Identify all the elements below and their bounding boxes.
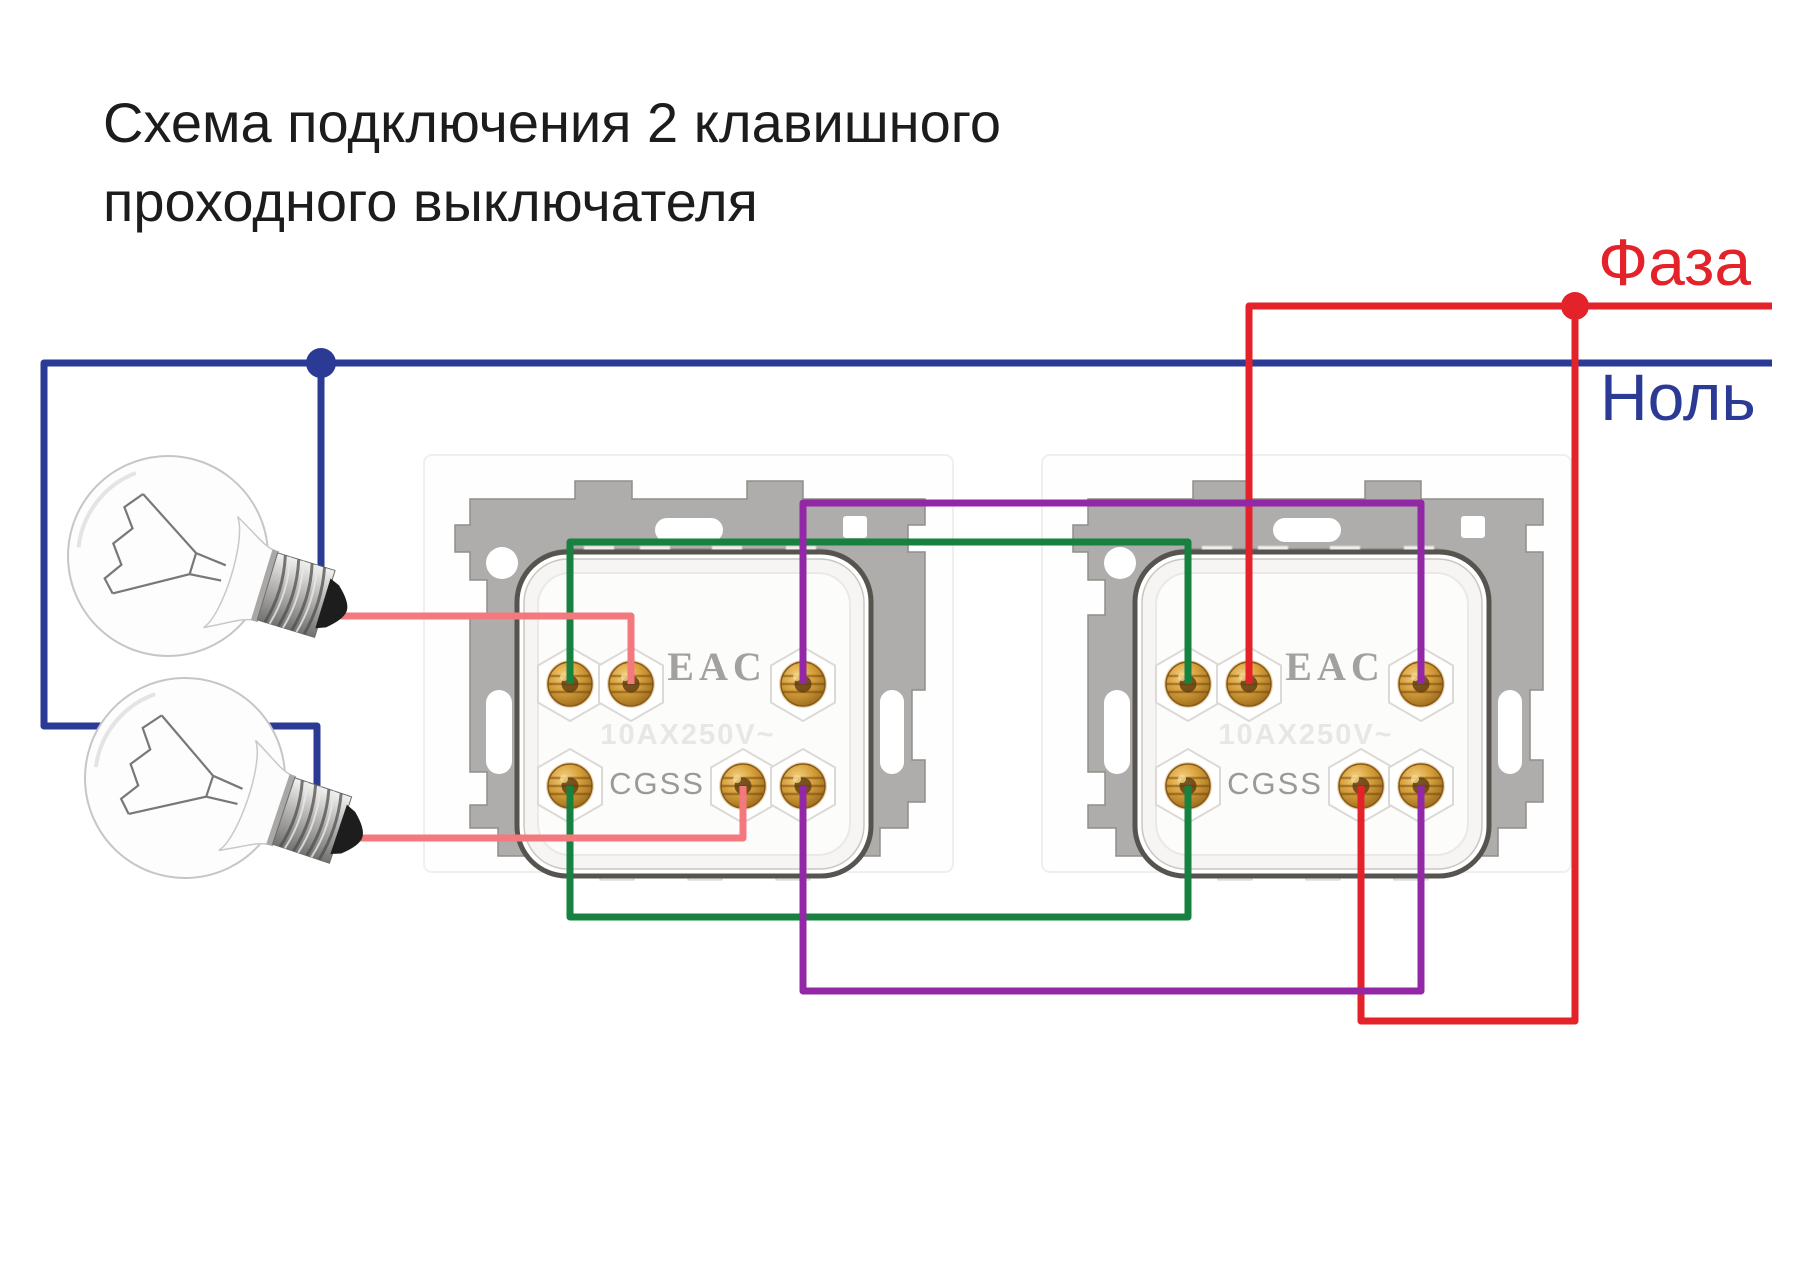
light-bulb-2-icon bbox=[56, 649, 397, 935]
neutral-label: Ноль bbox=[1600, 360, 1756, 434]
phase-junction-dot bbox=[1561, 292, 1589, 320]
switch-1: EAC 10AX250V~ CGSS bbox=[454, 480, 926, 880]
wire-lamp1-pink bbox=[338, 612, 635, 684]
switch-1-rating-watermark: 10AX250V~ bbox=[600, 719, 775, 751]
switch-2-eac-mark: EAC bbox=[1285, 644, 1384, 689]
diagram-title-line-1: Схема подключения 2 клавишного bbox=[103, 91, 1001, 154]
wire-neutral-bus bbox=[40, 359, 1772, 800]
switch-1-eac-mark: EAC bbox=[667, 644, 766, 689]
diagram-title-line-2: проходного выключателя bbox=[103, 170, 758, 233]
wire-phase-bus bbox=[1245, 302, 1772, 684]
light-bulb-1-icon bbox=[41, 429, 379, 709]
neutral-junction-dot bbox=[306, 348, 336, 378]
wire-traveler-green-bottom bbox=[566, 786, 1192, 921]
switch-2: EAC 10AX250V~ CGSS bbox=[1072, 480, 1544, 880]
wire-traveler-purple-bottom bbox=[799, 786, 1425, 995]
wire-lamp2-pink bbox=[352, 786, 747, 842]
wire-phase-return bbox=[1357, 306, 1579, 1025]
switch-1-brand-label: CGSS bbox=[609, 766, 705, 801]
wires bbox=[40, 302, 1772, 1025]
switch-2-brand-label: CGSS bbox=[1227, 766, 1323, 801]
switch-2-rating-watermark: 10AX250V~ bbox=[1218, 719, 1393, 751]
phase-label: Фаза bbox=[1598, 225, 1751, 299]
wire-traveler-purple-top bbox=[799, 499, 1425, 684]
